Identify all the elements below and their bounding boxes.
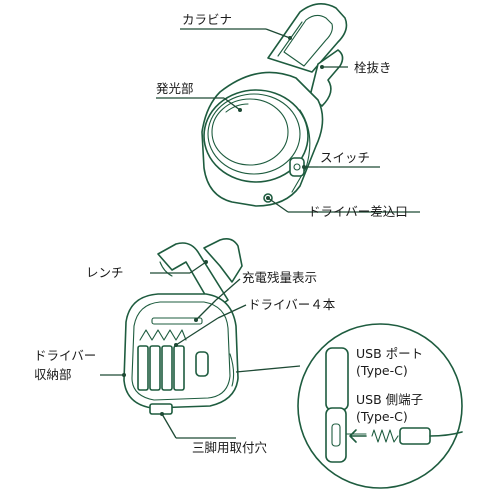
label-driver-storage-1: ドライバー [34,348,96,363]
label-opener: 栓抜き [354,60,392,75]
label-switch: スイッチ [320,150,370,165]
label-usb-terminal-1: USB 側端子 [356,392,423,407]
labels: カラビナ 発光部 栓抜き スイッチ ドライバー差込口 レンチ 充電残量表示 ドラ… [34,12,423,455]
label-drivers: ドライバー４本 [248,297,336,312]
usb-arrow-icon [349,429,367,443]
usb-inset [297,323,463,489]
label-tripod: 三脚用取付穴 [192,440,268,455]
label-carabiner: カラビナ [182,12,232,27]
label-usb-port-1: USB ポート [356,346,423,361]
label-usb-port-2: (Type-C) [356,363,408,378]
label-wrench: レンチ [86,265,124,280]
device-back-illustration [123,238,243,415]
leader-lines [100,28,420,439]
label-usb-terminal-2: (Type-C) [356,409,408,424]
device-front-illustration [201,3,348,207]
label-driver-storage-2: 収納部 [34,367,72,382]
label-light: 発光部 [156,81,194,96]
label-driver-slot: ドライバー差込口 [308,204,408,219]
label-battery: 充電残量表示 [242,270,317,285]
